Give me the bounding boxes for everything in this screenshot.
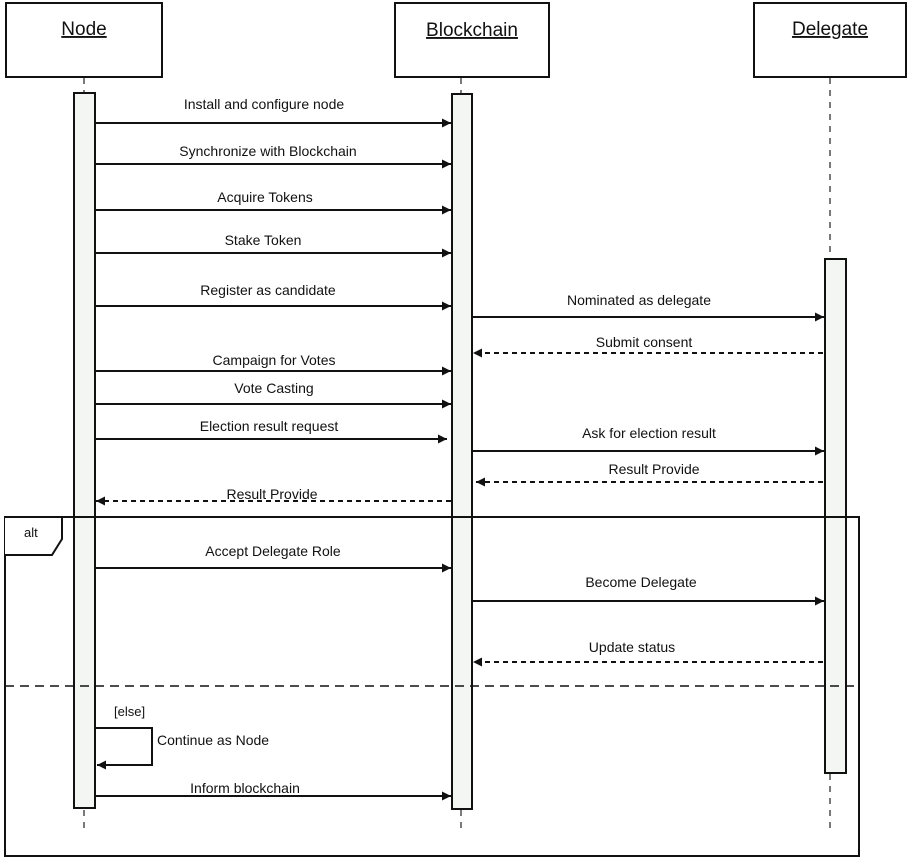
message-label: Ask for election result — [582, 425, 716, 441]
self-message-arrow — [96, 727, 153, 770]
message-14: Accept Delegate Role — [96, 543, 451, 573]
message-9: Vote Casting — [96, 380, 451, 409]
message-15: Become Delegate — [473, 574, 824, 606]
alt-fragment-label: alt — [24, 525, 38, 540]
message-label: Stake Token — [225, 232, 302, 248]
message-5: Register as candidate — [96, 282, 451, 311]
message-label: Vote Casting — [234, 380, 313, 396]
message-label: Synchronize with Blockchain — [179, 143, 356, 159]
message-13: Result Provide — [96, 486, 451, 506]
actor-blockchain-label: Blockchain — [426, 20, 518, 41]
message-8: Campaign for Votes — [96, 352, 451, 376]
message-label: Accept Delegate Role — [205, 543, 341, 559]
message-4: Stake Token — [96, 232, 451, 258]
message-17: Continue as Node — [96, 727, 269, 770]
message-12: Result Provide — [476, 461, 823, 487]
actor-blockchain: Blockchain — [394, 2, 550, 78]
actor-delegate: Delegate — [753, 2, 907, 78]
message-label: Nominated as delegate — [567, 292, 711, 308]
message-2: Synchronize with Blockchain — [96, 143, 451, 169]
alt-fragment: alt [else] — [4, 516, 860, 857]
message-label: Acquire Tokens — [217, 189, 312, 205]
message-label: Result Provide — [608, 461, 699, 477]
message-label: Become Delegate — [585, 574, 697, 590]
message-10: Election result request — [96, 418, 447, 444]
message-label: Continue as Node — [157, 732, 269, 748]
message-7: Submit consent — [473, 334, 823, 358]
actor-delegate-label: Delegate — [792, 19, 868, 40]
message-label: Inform blockchain — [190, 780, 300, 796]
message-11: Ask for election result — [473, 425, 824, 456]
message-6: Nominated as delegate — [473, 292, 824, 322]
actor-node: Node — [5, 2, 163, 78]
message-label: Submit consent — [596, 334, 693, 350]
activation-node — [73, 92, 96, 809]
message-label: Register as candidate — [200, 282, 336, 298]
message-label: Campaign for Votes — [213, 352, 336, 368]
activation-blockchain — [451, 93, 473, 810]
message-1: Install and configure node — [96, 96, 451, 128]
message-label: Install and configure node — [184, 96, 345, 112]
actor-node-label: Node — [61, 19, 106, 40]
message-3: Acquire Tokens — [96, 189, 451, 215]
message-label: Election result request — [200, 418, 339, 434]
else-guard-label: [else] — [114, 704, 145, 719]
message-label: Update status — [589, 639, 675, 655]
message-18: Inform blockchain — [96, 780, 451, 801]
message-16: Update status — [473, 639, 823, 667]
message-label: Result Provide — [226, 486, 317, 502]
